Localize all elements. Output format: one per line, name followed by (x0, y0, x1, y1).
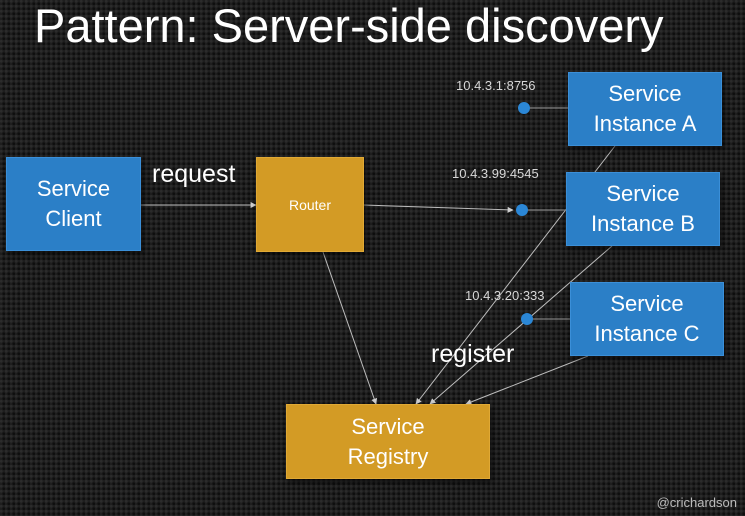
instance-c-line2: Instance C (594, 321, 700, 346)
author-watermark: @crichardson (656, 495, 737, 510)
service-instance-a-box: Service Instance A (568, 72, 722, 146)
router-box: Router (256, 157, 364, 252)
service-client-line1: Service (36, 176, 111, 201)
instance-b-register-arrow (429, 245, 613, 405)
instance-c-register-arrow (465, 355, 589, 405)
instance-a-line2: Instance A (593, 111, 697, 136)
request-label: request (152, 160, 236, 188)
router-to-instance-b-arrow (363, 204, 514, 213)
instance-b-line1: Service (606, 181, 680, 206)
service-client-box: Service Client (6, 157, 141, 251)
instance-c-line1: Service (610, 291, 684, 316)
service-client-line2: Client (45, 206, 102, 231)
register-label: register (431, 340, 515, 368)
instance-c-address: 10.4.3.20:333 (465, 288, 545, 303)
instance-a-address: 10.4.3.1:8756 (456, 78, 536, 93)
instance-a-line1: Service (608, 81, 682, 106)
service-registry-box: Service Registry (286, 404, 490, 479)
instance-b-address: 10.4.3.99:4545 (452, 166, 539, 181)
instance-c-endpoint-dot (521, 313, 533, 325)
service-instance-b-box: Service Instance B (566, 172, 720, 246)
router-to-registry-arrow (322, 251, 378, 405)
router-label: Router (288, 196, 332, 213)
service-registry-line1: Service (351, 413, 425, 439)
instance-a-endpoint-dot (518, 102, 530, 114)
slide-title: Pattern: Server-side discovery (34, 0, 664, 52)
service-registry-line2: Registry (347, 443, 429, 469)
instance-b-line2: Instance B (591, 211, 695, 236)
instance-b-endpoint-dot (516, 204, 528, 216)
service-instance-c-box: Service Instance C (570, 282, 724, 356)
